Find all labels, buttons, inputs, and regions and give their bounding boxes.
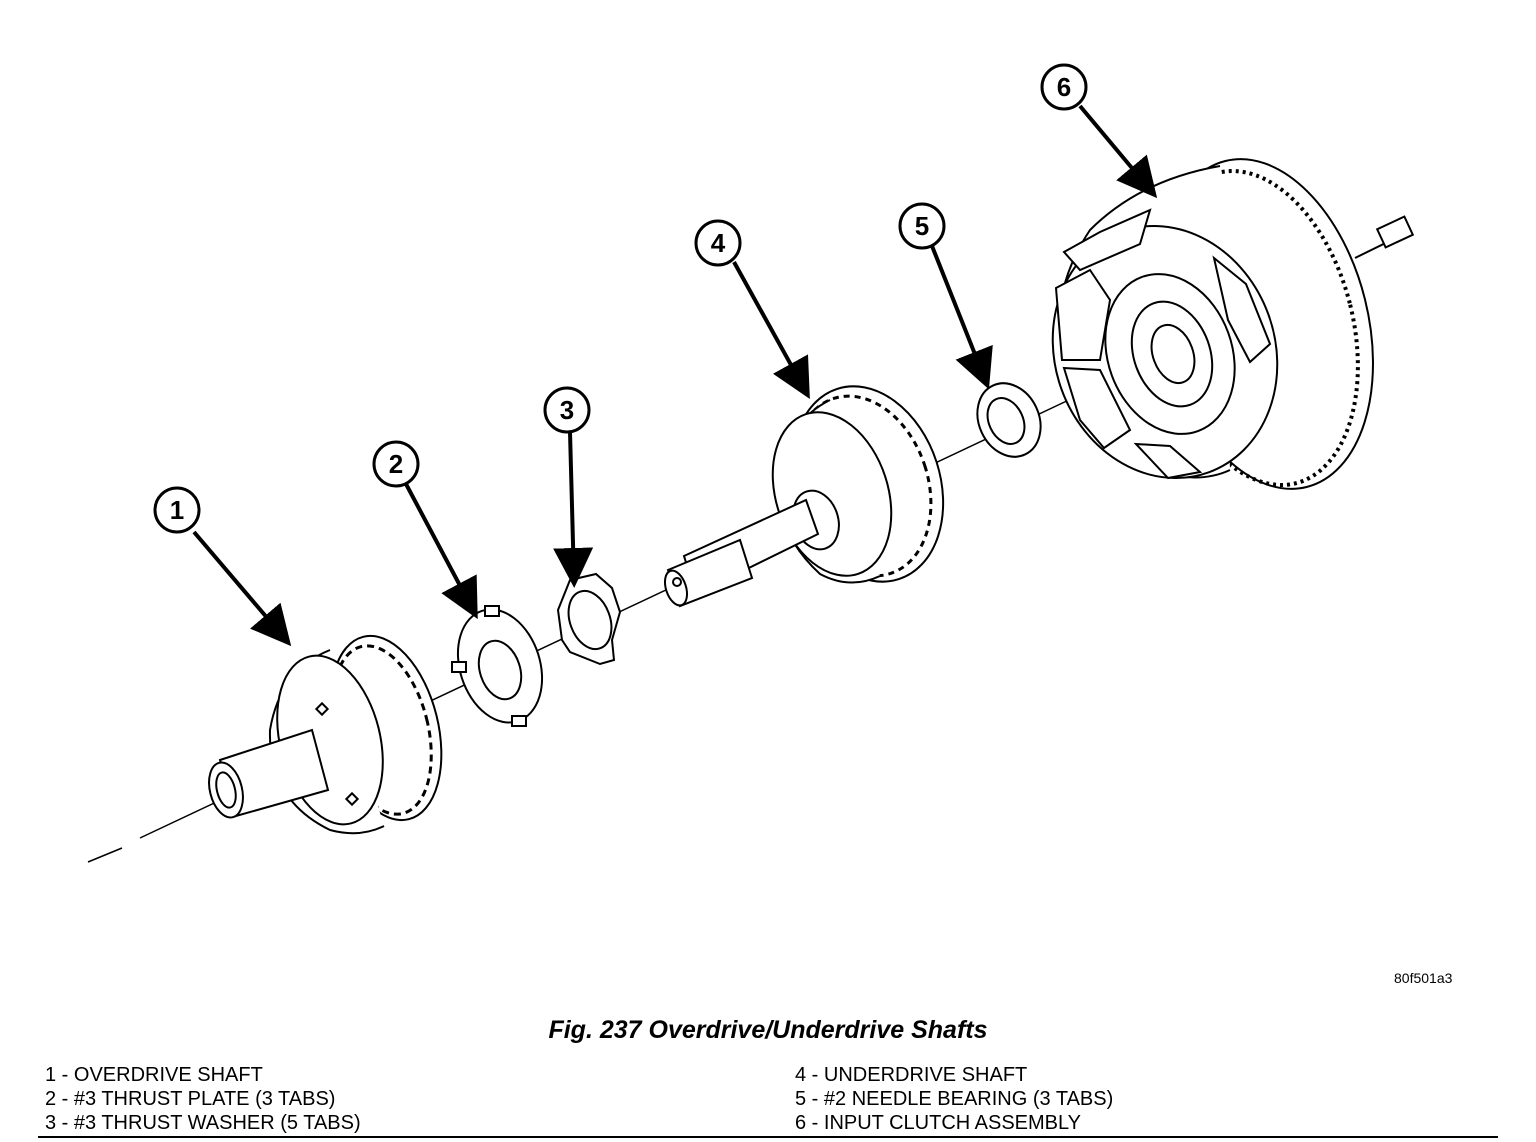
legend-item: 6 - INPUT CLUTCH ASSEMBLY — [795, 1112, 1081, 1134]
parts-legend: 1 - OVERDRIVE SHAFT 2 - #3 THRUST PLATE … — [45, 1063, 1485, 1135]
callout-number: 1 — [170, 495, 184, 525]
leader-arrow-4 — [732, 261, 810, 399]
legend-item: 2 - #3 THRUST PLATE (3 TABS) — [45, 1088, 336, 1110]
leader-arrow-3 — [553, 431, 594, 588]
callout-2: 2 — [372, 440, 420, 488]
callout-5: 5 — [898, 202, 946, 250]
callout-6: 6 — [1040, 63, 1088, 111]
part-needle-bearing — [976, 382, 1042, 458]
leader-arrow-6 — [1078, 104, 1158, 199]
callout-number: 4 — [711, 228, 726, 258]
leader-arrow-2 — [404, 483, 478, 620]
legend-item: 1 - OVERDRIVE SHAFT — [45, 1064, 263, 1086]
part-thrust-washer — [556, 572, 622, 666]
part-underdrive-shaft — [663, 385, 945, 608]
figure-caption: Fig. 237 Overdrive/Underdrive Shafts — [548, 1016, 988, 1044]
part-overdrive-shaft — [208, 634, 443, 835]
leader-arrow-5 — [930, 245, 993, 390]
leader-arrows — [192, 104, 1158, 647]
legend-item: 5 - #2 NEEDLE BEARING (3 TABS) — [795, 1088, 1114, 1110]
legend-column-right: 4 - UNDERDRIVE SHAFT 5 - #2 NEEDLE BEARI… — [795, 1063, 1495, 1135]
callout-number: 5 — [915, 211, 929, 241]
legend-item: 4 - UNDERDRIVE SHAFT — [795, 1064, 1028, 1086]
legend-item: 3 - #3 THRUST WASHER (5 TABS) — [45, 1112, 361, 1134]
leader-arrow-1 — [192, 530, 292, 647]
part-thrust-plate — [451, 605, 544, 727]
part-input-clutch-assembly — [1051, 158, 1415, 490]
bottom-divider — [38, 1136, 1498, 1138]
callout-number: 6 — [1057, 72, 1071, 102]
callout-3: 3 — [543, 386, 591, 434]
callout-number: 3 — [560, 395, 574, 425]
figure-code: 80f501a3 — [1394, 970, 1453, 986]
callout-number: 2 — [389, 449, 403, 479]
callout-1: 1 — [153, 486, 201, 534]
legend-column-left: 1 - OVERDRIVE SHAFT 2 - #3 THRUST PLATE … — [45, 1063, 745, 1135]
callout-4: 4 — [694, 219, 742, 267]
exploded-view-drawing: 1 2 3 4 5 6 — [87, 63, 1415, 863]
